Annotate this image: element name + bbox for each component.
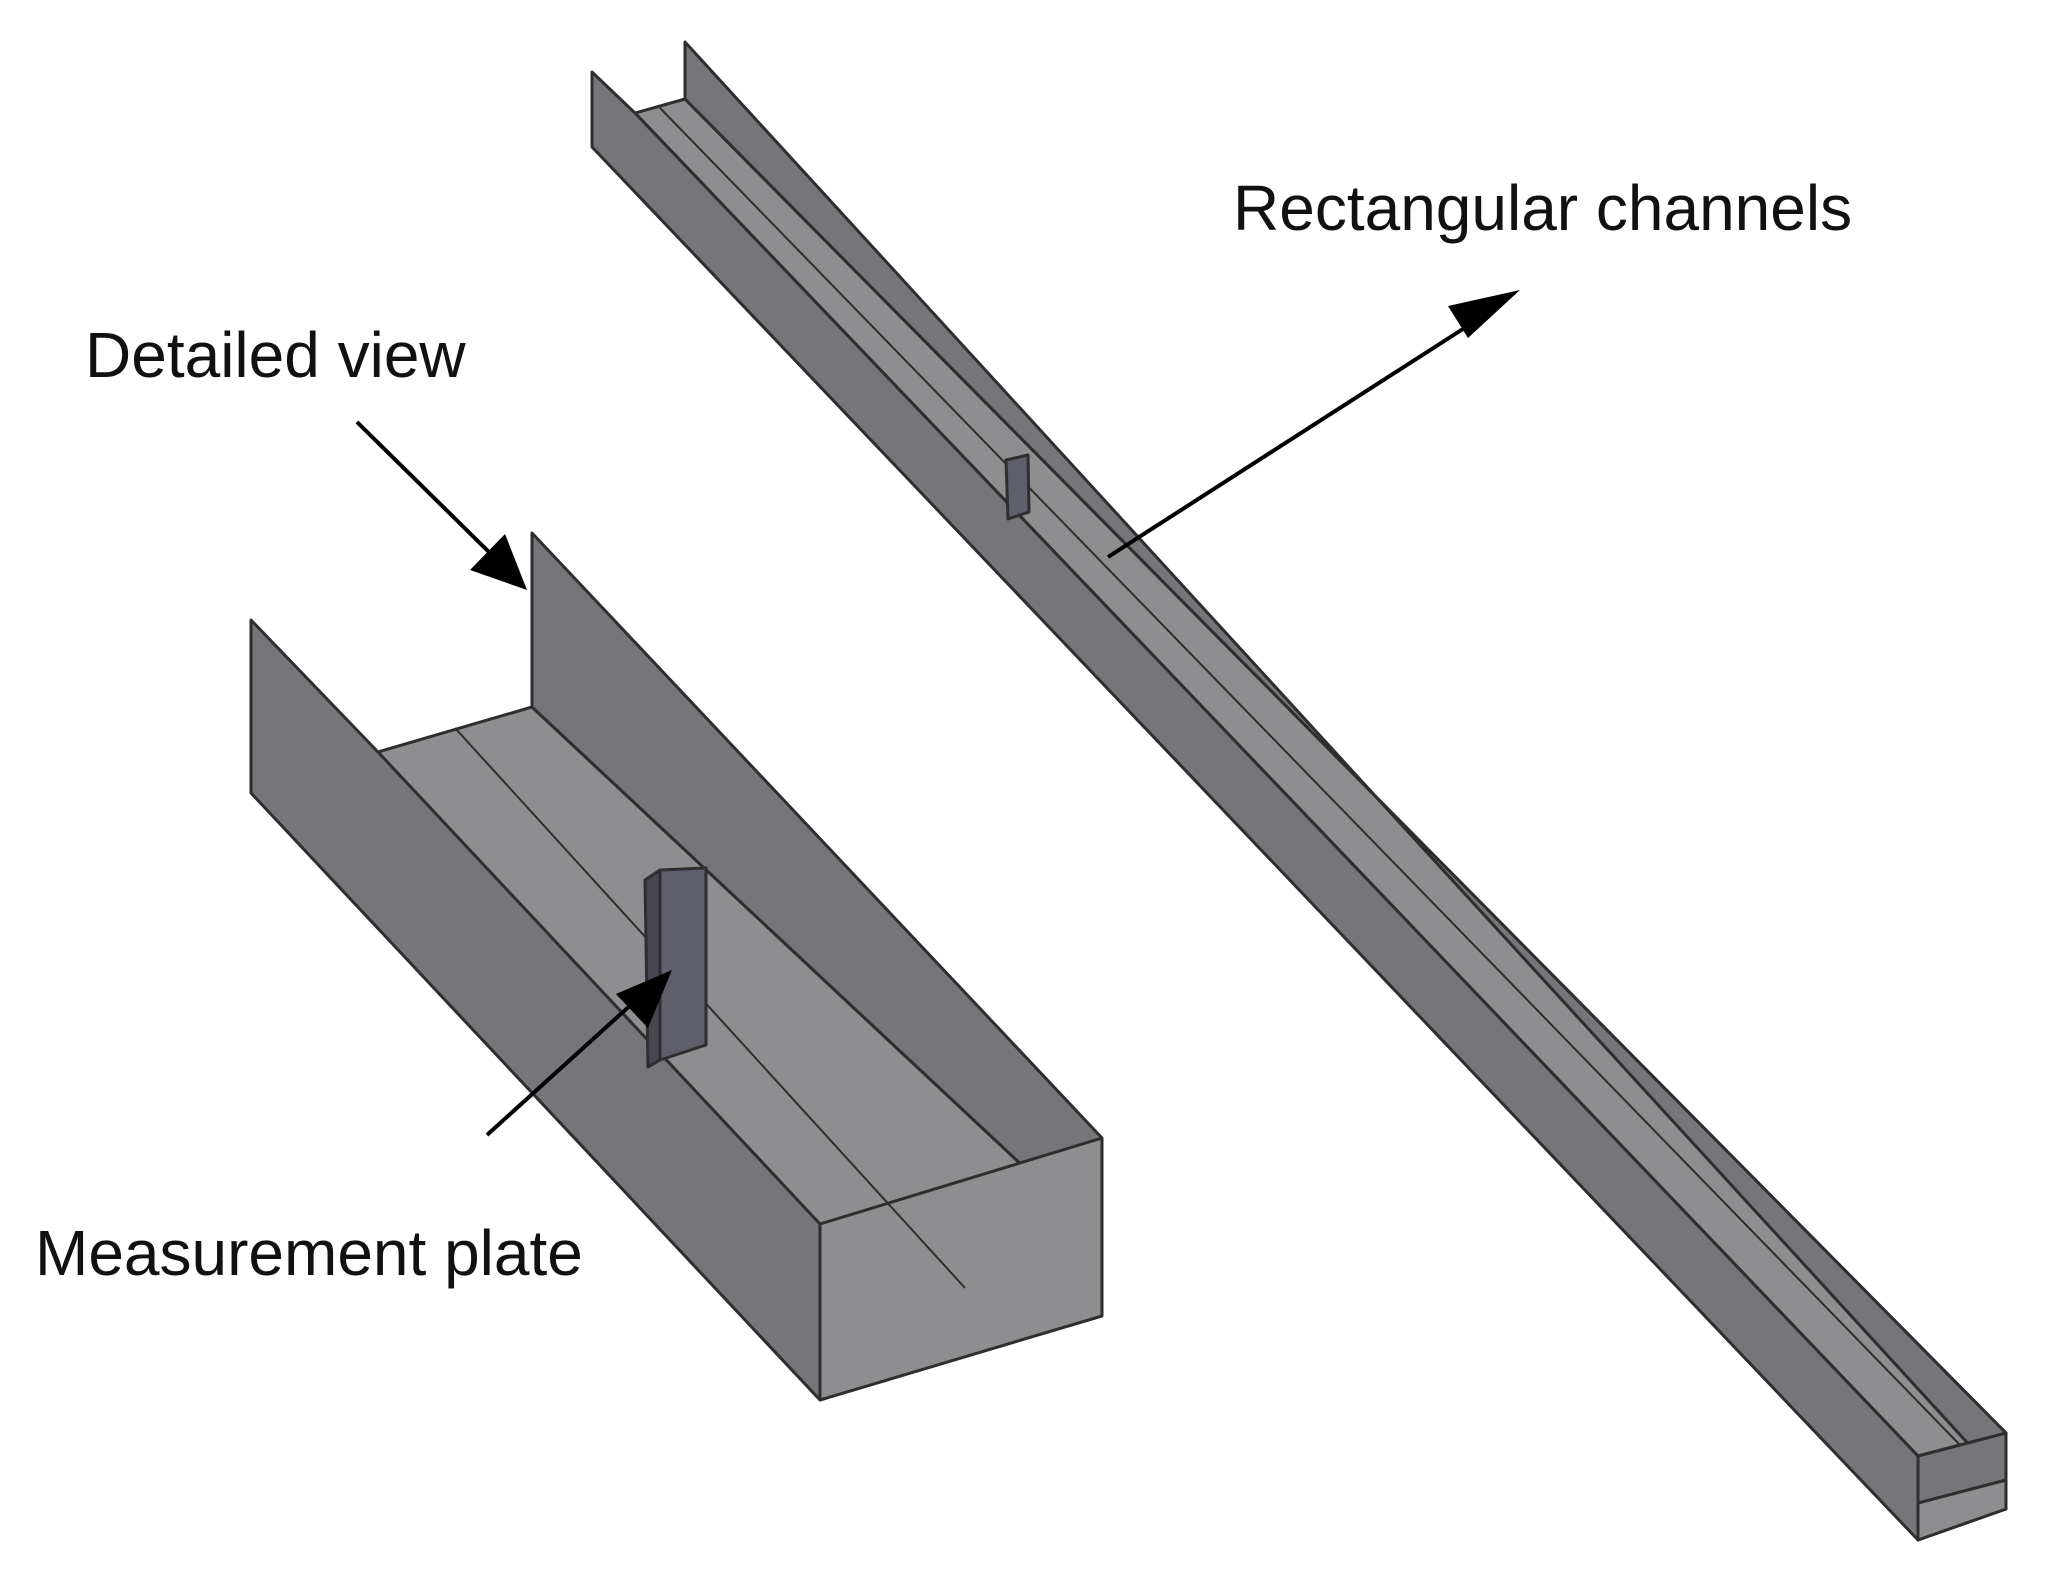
rectangular-channels-arrow [1106, 290, 1520, 559]
long-channel-floor-line [659, 107, 1961, 1446]
detailed-channel-end-floor [818, 1136, 1104, 1402]
long-channel-end-floor [1916, 1478, 2008, 1542]
detailed-view-arrow [355, 420, 527, 590]
long-channel-plate [1004, 453, 1031, 521]
detailed-channel [249, 531, 1104, 1402]
detailed-channel-plate [658, 866, 708, 1062]
rectangular-channels-label: Rectangular channels [1233, 172, 1852, 244]
detailed-channel-plate-side [643, 868, 662, 1069]
measurement-plate-arrow [485, 970, 672, 1137]
measurement-plate-label: Measurement plate [35, 1217, 583, 1289]
detailed-channel-floor-line [454, 727, 966, 1289]
detailed-view-label: Detailed view [85, 319, 466, 391]
long-rectangular-channel [590, 40, 2008, 1542]
